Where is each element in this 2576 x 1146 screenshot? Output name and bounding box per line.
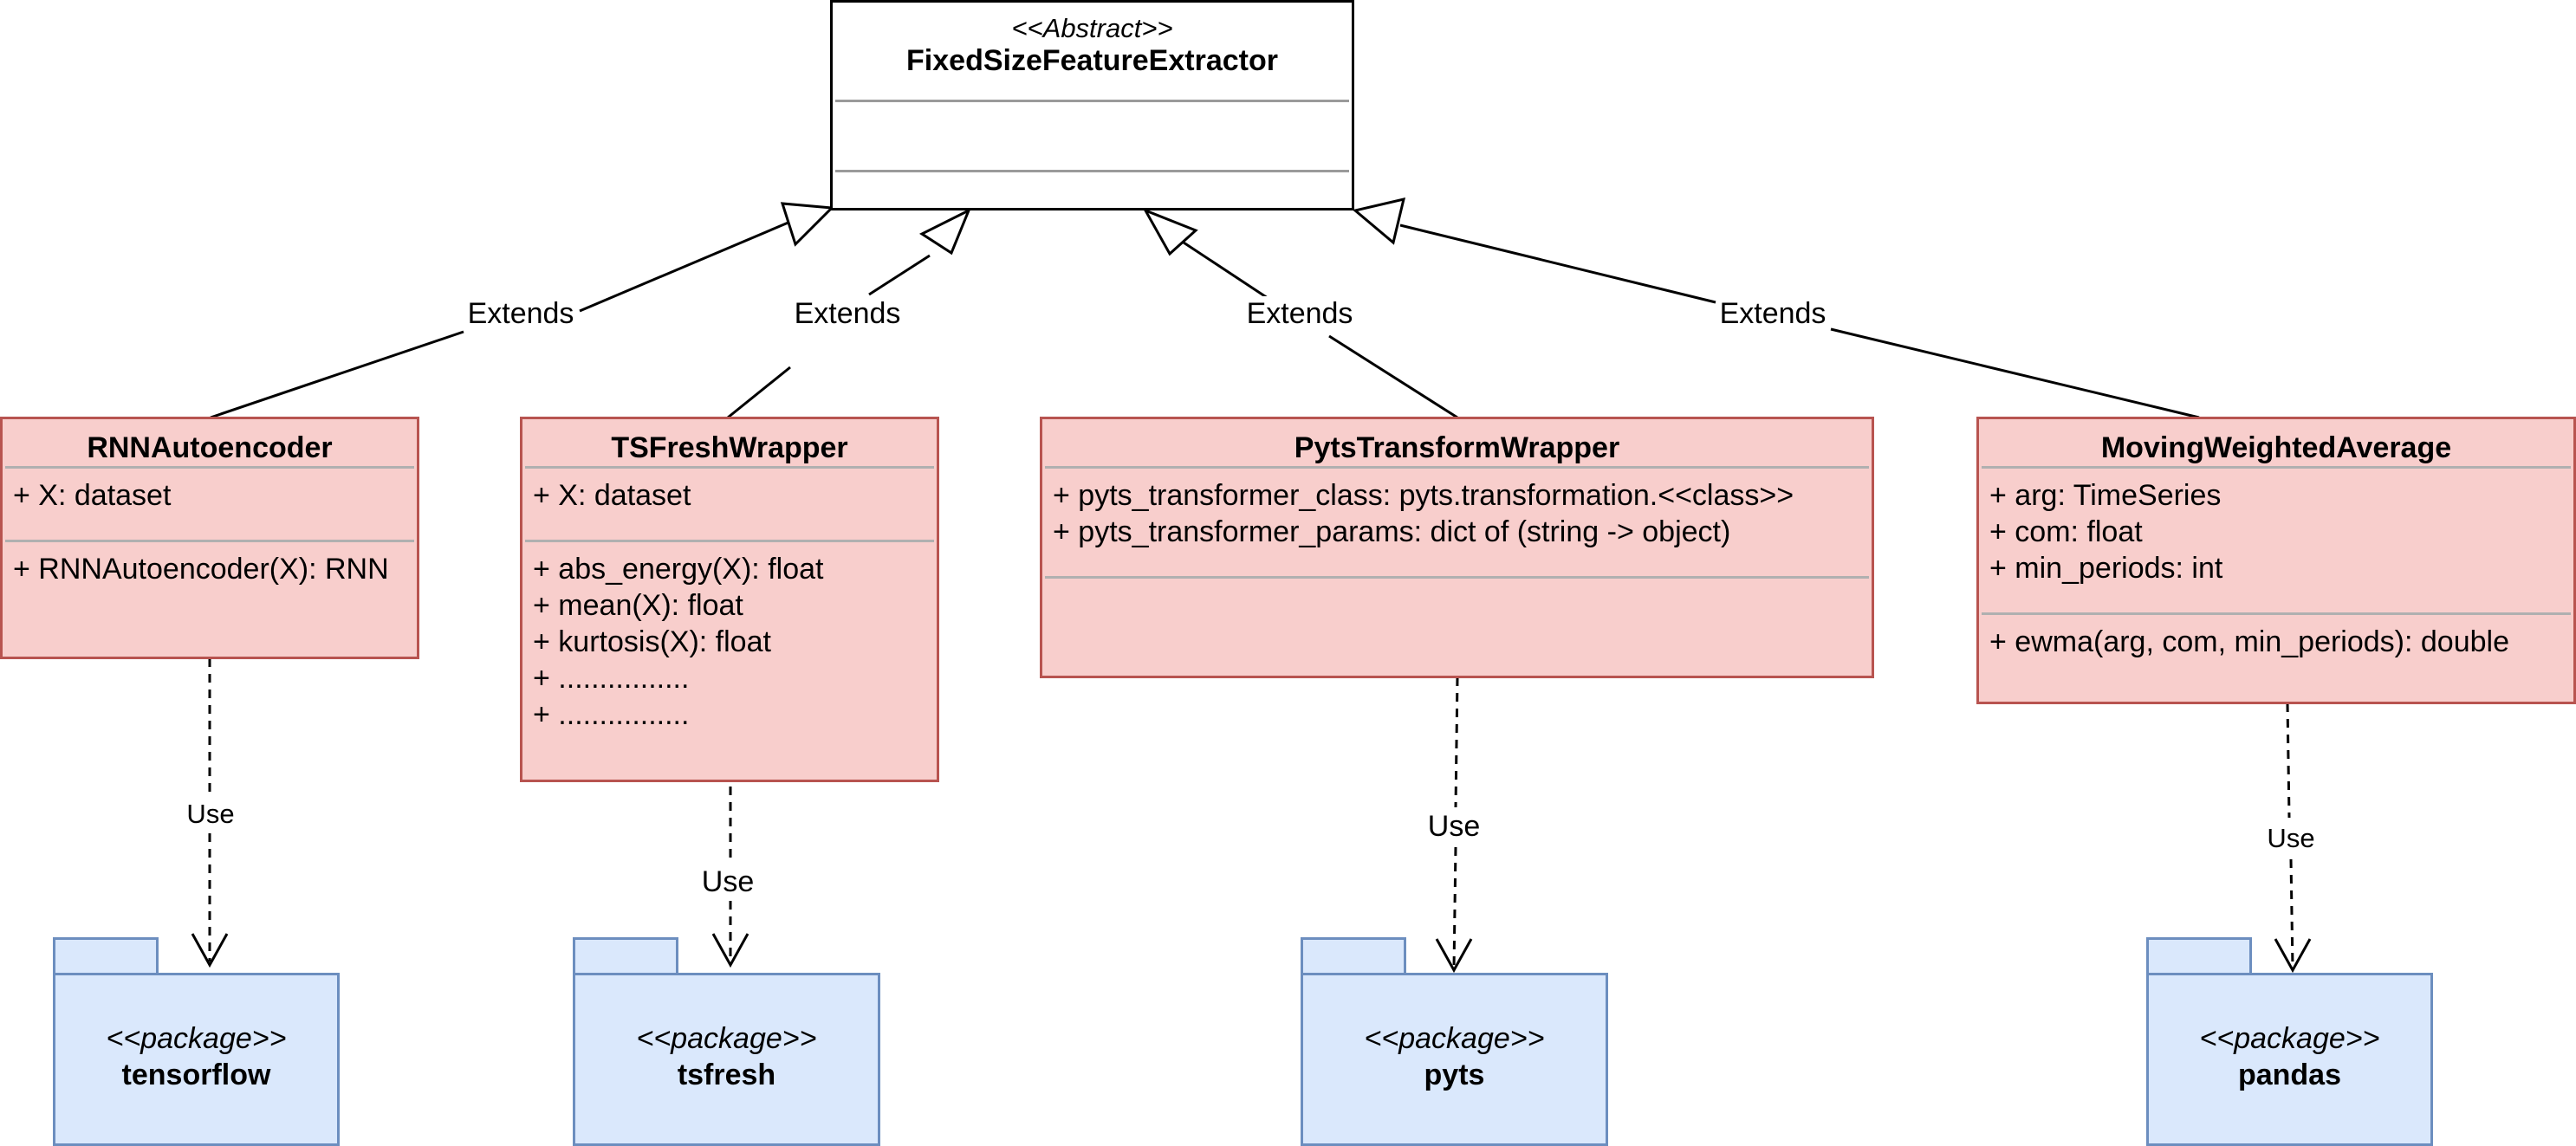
class-pytstransformwrapper: PytsTransformWrapper + pyts_transformer_… [1040, 417, 1874, 678]
method: + ................ [533, 662, 690, 695]
class-separator [525, 540, 934, 542]
use-label-pandas: Use [2263, 821, 2319, 856]
use-arrowhead-tensorflow [191, 933, 229, 968]
abstract-class-header: <<Abstract>> FixedSizeFeatureExtractor [833, 3, 1352, 100]
use-arrowhead-pyts [1435, 938, 1473, 974]
class-separator [1982, 612, 2571, 615]
attribute: + X: dataset [13, 479, 172, 512]
package-stereotype: <<package>> [106, 1022, 287, 1055]
methods-section: + ewma(arg, com, min_periods): double [1979, 615, 2573, 669]
package-tensorflow: <<package>> tensorflow [53, 973, 340, 1146]
class-name: MovingWeightedAverage [2100, 431, 2452, 464]
package-name: tsfresh [677, 1059, 776, 1091]
class-name: RNNAutoencoder [87, 431, 333, 464]
class-separator [1045, 466, 1869, 469]
attributes-section: + X: dataset [522, 469, 937, 540]
attribute: + min_periods: int [1989, 552, 2223, 585]
class-rnnautoencoder: RNNAutoencoder + X: dataset + RNNAutoenc… [0, 417, 419, 659]
extends-label-pytstransformwrapper: Extends [1243, 296, 1357, 331]
class-separator [5, 466, 414, 469]
method: + abs_energy(X): float [533, 553, 824, 586]
extends-arrowhead-pytstransformwrapper [1142, 208, 1198, 256]
extends-label-rnnautoencoder: Extends [464, 296, 578, 331]
extends-line-tsfreshwrapper [727, 254, 931, 419]
extends-line-movingweightedaverage [1399, 223, 2200, 419]
methods-section: + RNNAutoencoder(X): RNN [3, 542, 417, 596]
use-label-pyts: Use [1424, 809, 1484, 844]
package-tab-pyts [1301, 937, 1406, 975]
class-separator [1045, 576, 1869, 579]
use-arrowhead-tsfresh [711, 933, 749, 968]
attribute: + X: dataset [533, 479, 691, 512]
method: + mean(X): float [533, 589, 743, 622]
package-stereotype: <<package>> [636, 1022, 817, 1055]
methods-section: + abs_energy(X): float + mean(X): float … [522, 542, 937, 741]
package-name: pyts [1424, 1059, 1485, 1091]
use-label-tensorflow: Use [183, 797, 238, 832]
extends-label-tsfreshwrapper: Extends [790, 296, 905, 331]
extends-label-movingweightedaverage: Extends [1716, 296, 1830, 331]
abstract-stereotype: <<Abstract>> [1011, 13, 1173, 43]
attribute: + arg: TimeSeries [1989, 479, 2222, 512]
class-name: PytsTransformWrapper [1294, 431, 1620, 464]
package-pyts: <<package>> pyts [1301, 973, 1608, 1146]
attributes-section: + arg: TimeSeries + com: float + min_per… [1979, 469, 2573, 612]
attribute: + pyts_transformer_params: dict of (stri… [1053, 515, 1731, 548]
package-tab-pandas [2146, 937, 2252, 975]
package-pandas: <<package>> pandas [2146, 973, 2433, 1146]
extends-line-pytstransformwrapper [1183, 241, 1458, 419]
class-separator [1982, 466, 2571, 469]
use-line-pyts [1452, 677, 1459, 969]
method: + RNNAutoencoder(X): RNN [13, 553, 389, 586]
method: + kurtosis(X): float [533, 625, 771, 658]
abstract-class-name: FixedSizeFeatureExtractor [906, 44, 1278, 77]
class-name: TSFreshWrapper [611, 431, 848, 464]
extends-arrowhead-tsfreshwrapper [918, 207, 971, 256]
use-arrowhead-pandas [2274, 938, 2312, 974]
use-label-tsfresh: Use [698, 864, 758, 899]
package-tab-tensorflow [53, 937, 159, 975]
extends-line-rnnautoencoder [210, 220, 791, 419]
package-name: tensorflow [121, 1059, 271, 1091]
class-tsfreshwrapper: TSFreshWrapper + X: dataset + abs_energy… [520, 417, 939, 782]
abstract-class-fixedsizefeatureextractor: <<Abstract>> FixedSizeFeatureExtractor [830, 0, 1354, 210]
method: + ewma(arg, com, min_periods): double [1989, 625, 2509, 658]
package-tsfresh: <<package>> tsfresh [573, 973, 880, 1146]
methods-section [1042, 579, 1872, 596]
package-tab-tsfresh [573, 937, 678, 975]
package-name: pandas [2237, 1059, 2342, 1091]
class-separator [525, 466, 934, 469]
abstract-separator-1 [835, 100, 1349, 102]
use-line-pandas [2286, 702, 2294, 969]
extends-arrowhead-movingweightedaverage [1352, 197, 1406, 245]
attribute: + com: float [1989, 515, 2143, 548]
attributes-section: + X: dataset [3, 469, 417, 540]
extends-arrowhead-rnnautoencoder [780, 202, 835, 247]
class-separator [5, 540, 414, 542]
attributes-section: + pyts_transformer_class: pyts.transform… [1042, 469, 1872, 576]
package-stereotype: <<package>> [1364, 1022, 1545, 1055]
class-movingweightedaverage: MovingWeightedAverage + arg: TimeSeries … [1976, 417, 2576, 704]
method: + ................ [533, 698, 690, 731]
abstract-attributes-section [833, 102, 1352, 170]
package-stereotype: <<package>> [2199, 1022, 2380, 1055]
attribute: + pyts_transformer_class: pyts.transform… [1053, 479, 1794, 512]
abstract-separator-2 [835, 170, 1349, 172]
